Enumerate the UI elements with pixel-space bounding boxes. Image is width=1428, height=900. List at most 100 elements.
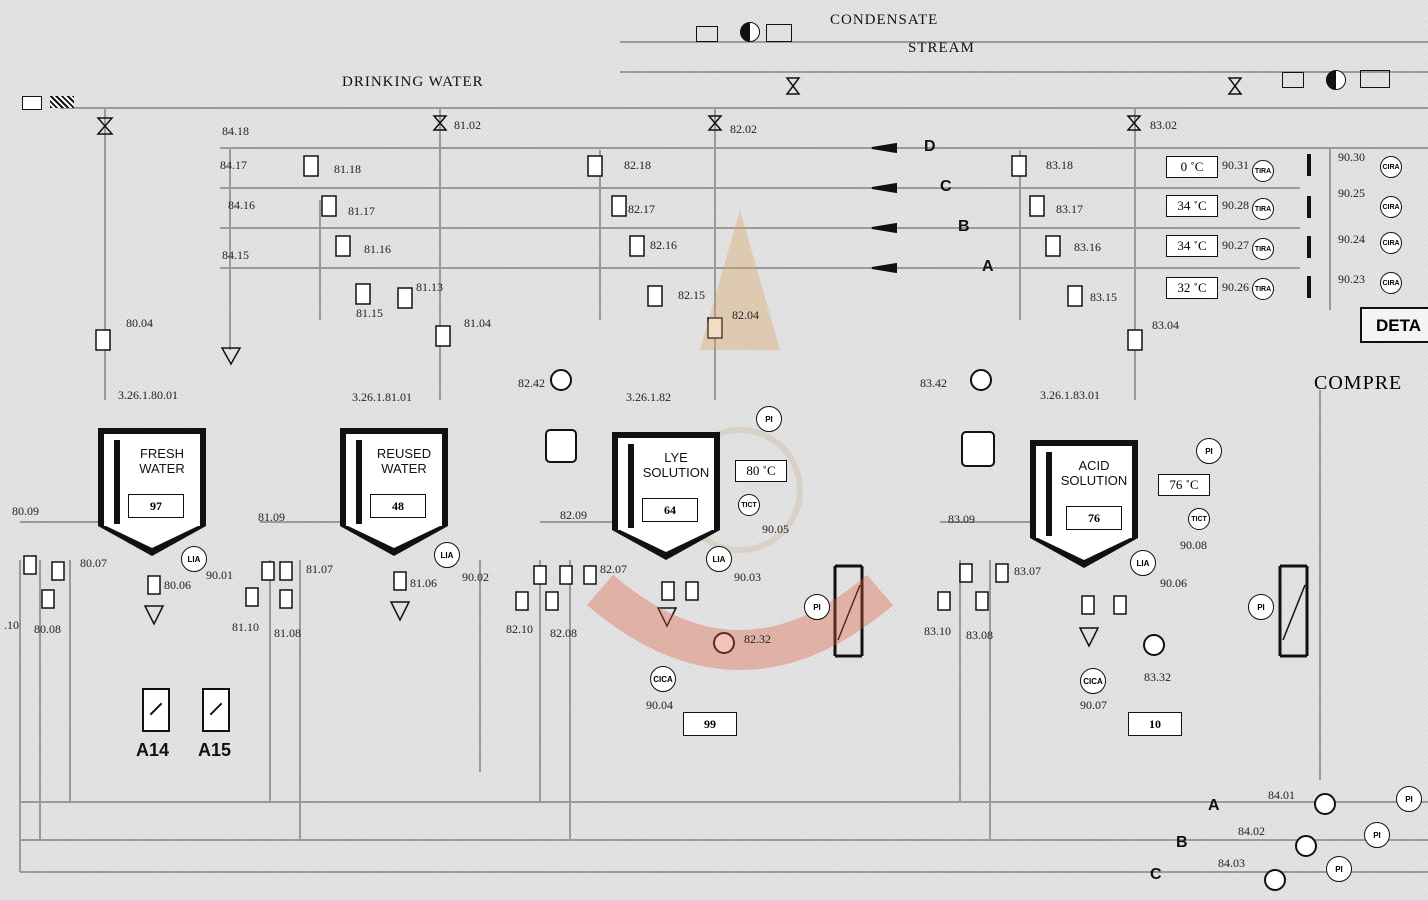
tag: 90.23 [1338, 272, 1365, 287]
tag: 80.06 [164, 578, 191, 593]
tag: 90.31 [1222, 158, 1249, 173]
tag: 83.08 [966, 628, 993, 643]
tira-instrument[interactable]: TIRA [1252, 160, 1274, 182]
tira-instrument[interactable]: TIRA [1252, 238, 1274, 260]
lia-instrument[interactable]: LIA [1130, 550, 1156, 576]
line-d-label: D [924, 138, 936, 156]
tag: 81.15 [356, 306, 383, 321]
tag: 90.26 [1222, 280, 1249, 295]
pi-instrument[interactable]: PI [804, 594, 830, 620]
acid-temp-display: 76 ˚C [1158, 474, 1210, 496]
tag: 90.05 [762, 522, 789, 537]
drinking-water-title: DRINKING WATER [342, 74, 484, 91]
tag: 83.42 [920, 376, 947, 391]
pi-instrument[interactable]: PI [1326, 856, 1352, 882]
cira-instrument[interactable]: CIRA [1380, 232, 1402, 254]
pump-station-icon[interactable] [766, 24, 792, 42]
tag: 80.07 [80, 556, 107, 571]
tag: 83.16 [1074, 240, 1101, 255]
cira-instrument[interactable]: CIRA [1380, 272, 1402, 294]
pi-instrument[interactable]: PI [1196, 438, 1222, 464]
tag: 83.17 [1056, 202, 1083, 217]
tag: 80.08 [34, 622, 61, 637]
temp-display: 34 ˚C [1166, 195, 1218, 217]
panel-a15-label: A15 [198, 740, 231, 761]
level-gauge [628, 444, 634, 528]
tag: 83.04 [1152, 318, 1179, 333]
tira-instrument[interactable]: TIRA [1252, 278, 1274, 300]
tag: 82.02 [730, 122, 757, 137]
panel-a14-icon[interactable] [142, 688, 170, 732]
tag: 82.42 [518, 376, 545, 391]
temp-display: 32 ˚C [1166, 277, 1218, 299]
tag: 81.16 [364, 242, 391, 257]
tag: 82.15 [678, 288, 705, 303]
tag: 83.10 [924, 624, 951, 639]
return-b-label: B [1176, 834, 1188, 852]
tag: 82.16 [650, 238, 677, 253]
tag: 81.10 [232, 620, 259, 635]
valve-icon-right[interactable] [1282, 72, 1304, 88]
lia-instrument[interactable]: LIA [181, 546, 207, 572]
tank-label: REUSEDWATER [366, 446, 442, 476]
temp-display: 34 ˚C [1166, 235, 1218, 257]
tag: 84.02 [1238, 824, 1265, 839]
tag: 83.18 [1046, 158, 1073, 173]
tank-label: ACIDSOLUTION [1056, 458, 1132, 488]
tag: 90.25 [1338, 186, 1365, 201]
acid-cica-setpoint: 10 [1128, 712, 1182, 736]
monitor-icon[interactable] [22, 96, 42, 110]
cira-instrument[interactable]: CIRA [1380, 196, 1402, 218]
tag: 84.16 [228, 198, 255, 213]
tict-instrument[interactable]: TICT [738, 494, 760, 516]
tag: 83.09 [948, 512, 975, 527]
tag: 90.28 [1222, 198, 1249, 213]
tag: 83.07 [1014, 564, 1041, 579]
lia-instrument[interactable]: LIA [706, 546, 732, 572]
cica-instrument[interactable]: CICA [650, 666, 676, 692]
tag: 82.32 [744, 632, 771, 647]
level-gauge [1046, 452, 1052, 536]
tag: 81.13 [416, 280, 443, 295]
tag: 83.32 [1144, 670, 1171, 685]
tag: 90.24 [1338, 232, 1365, 247]
return-c-label: C [1150, 866, 1162, 884]
cica-instrument[interactable]: CICA [1080, 668, 1106, 694]
tag: 81.08 [274, 626, 301, 641]
pi-instrument[interactable]: PI [756, 406, 782, 432]
stream-title: STREAM [908, 40, 975, 57]
panel-a15-icon[interactable] [202, 688, 230, 732]
pi-instrument[interactable]: PI [1248, 594, 1274, 620]
tank-tag: 3.26.1.82 [626, 390, 671, 405]
tag: 84.01 [1268, 788, 1295, 803]
lia-instrument[interactable]: LIA [434, 542, 460, 568]
level-value: 64 [642, 498, 698, 522]
tag: 90.04 [646, 698, 673, 713]
tict-instrument[interactable]: TICT [1188, 508, 1210, 530]
tag: 81.06 [410, 576, 437, 591]
tag: 81.18 [334, 162, 361, 177]
valve-icon[interactable] [696, 26, 718, 42]
tank-label: FRESHWATER [124, 446, 200, 476]
pi-instrument[interactable]: PI [1396, 786, 1422, 812]
tag: 81.02 [454, 118, 481, 133]
condensate-title: CONDENSATE [830, 12, 938, 29]
cira-instrument[interactable]: CIRA [1380, 156, 1402, 178]
detail-button[interactable]: DETA [1360, 307, 1428, 343]
tira-instrument[interactable]: TIRA [1252, 198, 1274, 220]
tag: 82.18 [624, 158, 651, 173]
tag: 82.04 [732, 308, 759, 323]
tank-tag: 3.26.1.81.01 [352, 390, 412, 405]
tank-tag: 3.26.1.80.01 [118, 388, 178, 403]
pump-station-icon-right[interactable] [1360, 70, 1390, 88]
pi-instrument[interactable]: PI [1364, 822, 1390, 848]
tag: 82.08 [550, 626, 577, 641]
tag: 84.18 [222, 124, 249, 139]
tag: 90.27 [1222, 238, 1249, 253]
